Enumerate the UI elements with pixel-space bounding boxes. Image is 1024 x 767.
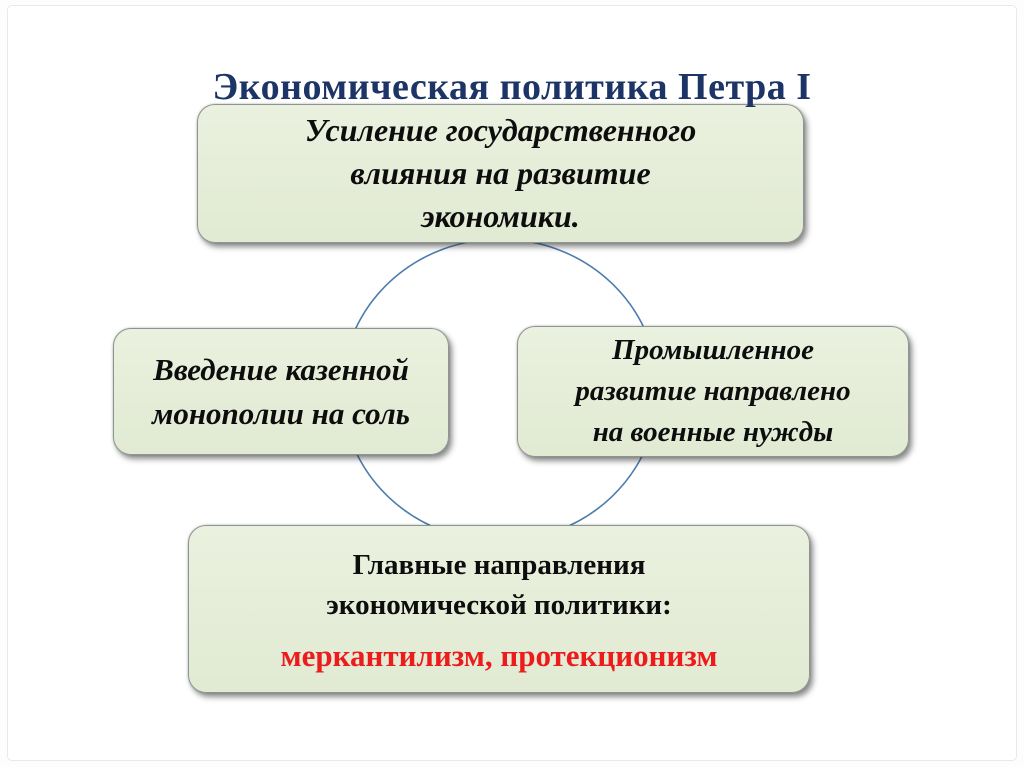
node-text-line: Введение казенной — [153, 351, 409, 387]
node-text-line: развитие направлено — [575, 375, 851, 407]
node-text-line: Промышленное — [612, 334, 814, 366]
node-text-line: экономики. — [421, 198, 580, 234]
node-main-directions: Главные направления экономической полити… — [188, 525, 810, 693]
node-text-line: Главные направления — [352, 549, 646, 581]
slide-title: Экономическая политика Петра I — [212, 66, 812, 109]
node-salt-monopoly: Введение казенной монополии на соль — [113, 328, 449, 455]
node-state-influence: Усиление государственного влияния на раз… — [197, 104, 804, 243]
node-text-line: монополии на соль — [152, 395, 410, 431]
node-text-line: влияния на развитие — [350, 155, 651, 191]
node-text-line: на военные нужды — [592, 416, 834, 448]
node-military-industry: Промышленное развитие направлено на воен… — [517, 326, 909, 457]
node-text-red-terms: меркантилизм, протекционизм — [280, 638, 718, 673]
node-text-line: Усиление государственного — [304, 112, 697, 148]
node-text-line: экономической политики: — [326, 589, 672, 621]
